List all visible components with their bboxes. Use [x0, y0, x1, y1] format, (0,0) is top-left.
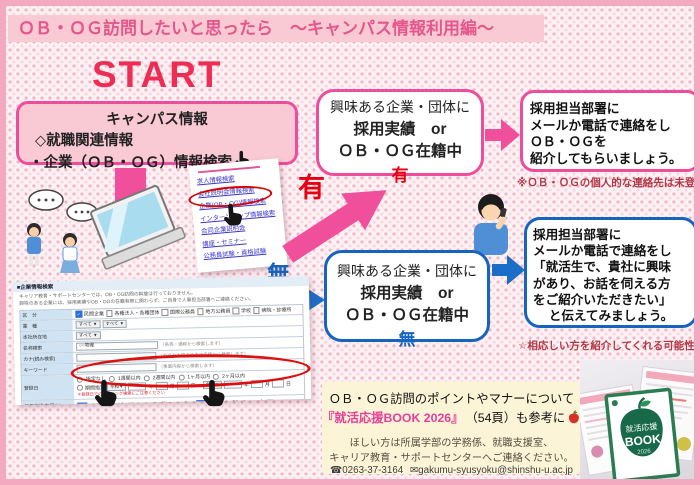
form-label-date: 登録日: [21, 374, 75, 400]
yes-action-note: ※ＯＢ・ＯＧの個人的な連絡先は未登録です: [517, 177, 696, 189]
radio-date-range[interactable]: [76, 384, 84, 391]
checkbox-kokusai[interactable]: [161, 309, 169, 316]
condition-yes-box: 興味ある企業・団体に 採用実績 or ＯＢ・ＯＧ在籍中 有: [316, 89, 484, 185]
no-action-line3: 「就活生で、貴社に興味: [533, 260, 672, 275]
yes-action-line3: ＯＢ・ＯＧを: [530, 134, 607, 149]
checkbox-chihou[interactable]: [196, 308, 204, 316]
kubun-option: 各種法人・各種団体: [114, 310, 160, 317]
form-label-keyword: キーワード: [21, 363, 74, 375]
booklet-photo: 就活応援 BOOK 2026: [580, 360, 694, 479]
book-cover-title-en: BOOK: [624, 432, 662, 450]
branch-yes-label: 有: [298, 173, 325, 203]
kubun-option: 病院・診療所: [261, 307, 292, 314]
yes-action-box: 採用担当部署に メールか電話で連絡をし ＯＢ・ＯＧを 紹介してもらいましょう。: [520, 90, 694, 172]
campus-info-title: キャンパス情報: [106, 112, 208, 128]
apple-icon: [569, 410, 580, 424]
start-label: START: [92, 54, 223, 95]
form-label-gyoushu: 業 種: [20, 319, 73, 331]
checkbox-saiyoujisseki[interactable]: [77, 402, 88, 406]
form-label-kubun: 区 分: [20, 309, 73, 320]
no-action-note: ☆相応しい方を紹介してくれる可能性有: [518, 340, 700, 352]
yes-box-line2: 採用実績 or: [353, 121, 447, 138]
info-line3: ほしい方は所属学部の学務係、就職支援室、: [349, 438, 554, 449]
kubun-option: 学校: [240, 308, 252, 315]
info-line1: ＯＢ・ＯＧ訪問のポイントやマナーについて: [328, 392, 575, 406]
arrow-yes-diagonal-icon: [276, 172, 402, 277]
pointing-hand-icon: [222, 202, 244, 233]
yes-box-line3: ＯＢ・ＯＧ在籍中: [337, 143, 462, 160]
kubun-option: 国際公務員: [169, 309, 196, 316]
condition-no-box: 興味ある企業・団体に 採用実績 or ＯＢ・ＯＧ在籍中 無: [324, 250, 490, 349]
no-action-box: 採用担当部署に メールか電話で連絡をし 「就活生で、貴社に興味 があり、お話を伺…: [524, 217, 694, 328]
name-search-input[interactable]: ○○物産: [76, 341, 159, 351]
no-action-line4: があり、お話を伺える方: [533, 276, 671, 291]
arrow-right-pink-icon: [485, 119, 520, 151]
arrow-right-blue-small-icon: [492, 255, 525, 285]
location-select[interactable]: すべて ▼: [75, 331, 101, 340]
yes-box-line1: 興味ある企業・団体に: [330, 99, 470, 115]
yes-action-line4: 紹介してもらいましょう。: [530, 150, 682, 166]
no-box-line1: 興味ある企業・団体に: [337, 263, 477, 279]
checkbox-houjin[interactable]: [105, 310, 113, 317]
no-box-line2: 採用実績 or: [360, 285, 454, 302]
form-label-obog: 採用実績/在籍OB・OG: [22, 399, 75, 406]
checkbox-byouin[interactable]: [252, 307, 260, 314]
yes-action-line1: 採用担当部署に: [530, 101, 620, 116]
company-search-form-screenshot: ■企業情報検索 キャリア教育・サポートセンターでは、OB・OG訪問の斡旋は行って…: [12, 275, 312, 406]
info-line2-rest: （54頁）も参考に: [465, 411, 566, 425]
no-box-line3: ＯＢ・ＯＧ在籍中: [344, 307, 469, 324]
booklet-title: 『就活応援BOOK 2026』: [322, 411, 464, 425]
checkbox-minkan[interactable]: [75, 310, 82, 318]
kubun-option: 地方公務員: [205, 308, 231, 316]
page-title: ＯＢ・ＯＧ訪問したいと思ったら ～キャンパス情報利用編～: [8, 15, 544, 42]
no-action-line1: 採用担当部署に: [533, 228, 622, 242]
no-action-line5: をご紹介いただきたい」: [533, 292, 672, 307]
form-label-kana: カナ(読み検索): [21, 352, 74, 364]
book-cover-title-jp: 就活応援: [625, 421, 658, 434]
name-search-hint: （名称・通称から検索します）: [160, 340, 224, 348]
industry-select-2[interactable]: すべて ▼: [102, 319, 128, 329]
campus-menu-card: 求人情報検索 会社説明会情報検索 企業(OB・OG)情報検索 インターンシップ情…: [187, 158, 288, 273]
info-line4: キャリア教育・サポートセンターへご連絡ください。: [329, 453, 574, 464]
phone-number: ☎0263-37-3164: [330, 465, 404, 476]
kubun-option: 民間企業: [83, 311, 105, 318]
no-action-line2: メールか電話で連絡をし: [533, 244, 672, 259]
form-label-location: 本社所在地: [20, 330, 73, 342]
email-address: ✉gakumu-syusyoku@shinshu-u.ac.jp: [409, 465, 573, 476]
no-action-line6: と伝えてみましょう。: [548, 309, 674, 324]
industry-select-1[interactable]: すべて ▼: [75, 320, 101, 329]
person-phone-illustration: [474, 194, 508, 255]
pointing-hand-icon: [202, 379, 226, 412]
checkbox-separator: ／: [178, 400, 187, 406]
yes-box-result: 有: [391, 166, 409, 185]
campus-info-line2: ◇就職関連情報: [35, 133, 134, 149]
form-label-name: 名称検索: [21, 341, 74, 353]
campus-info-box: キャンパス情報 ◇就職関連情報 ・企業（ＯＢ・ＯＧ）情報検索: [16, 101, 298, 171]
pointing-hand-icon: [94, 379, 118, 412]
booklet-info-box: ＯＢ・ＯＧ訪問のポイントやマナーについて 『就活応援BOOK 2026』 （54…: [322, 382, 581, 476]
no-box-result: 無: [398, 330, 416, 349]
checkbox-gakkou[interactable]: [232, 307, 240, 315]
students-laptop-illustration: [27, 185, 186, 273]
campus-info-line3: ・企業（ＯＢ・ＯＧ）情報検索: [29, 154, 232, 171]
yes-action-line2: メールか電話で連絡をし: [530, 117, 671, 133]
book-cover-year: 2026: [637, 449, 652, 456]
